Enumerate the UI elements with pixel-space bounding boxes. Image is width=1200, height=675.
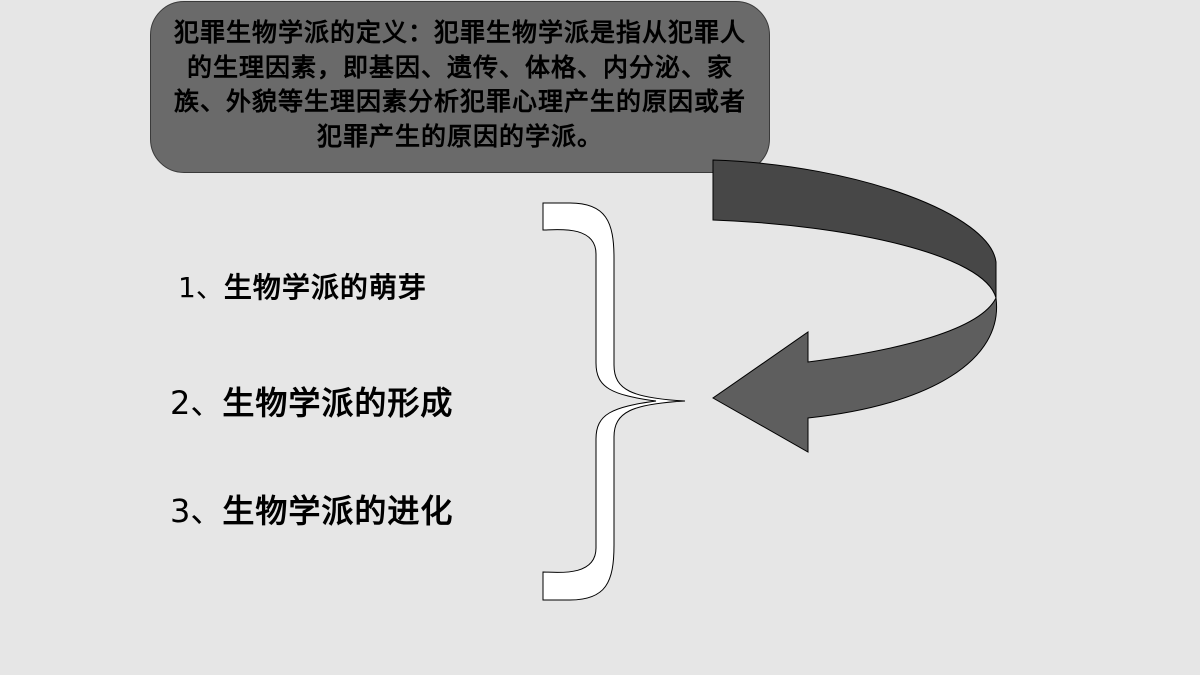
item-number: 1 <box>178 271 196 304</box>
item-number: 2 <box>170 384 191 422</box>
curved-arrow-upper <box>712 159 997 299</box>
list-item: 2、生物学派的形成 <box>170 378 453 424</box>
definition-text: 犯罪生物学派的定义：犯罪生物学派是指从犯罪人的生理因素，即基因、遗传、体格、内分… <box>173 18 746 151</box>
item-label: 生物学派的形成 <box>222 384 454 422</box>
item-separator: 、 <box>190 384 223 422</box>
list-item: 1、生物学派的萌芽 <box>178 266 427 306</box>
item-separator: 、 <box>195 271 224 304</box>
item-label: 生物学派的萌芽 <box>223 271 427 304</box>
definition-box: 犯罪生物学派的定义：犯罪生物学派是指从犯罪人的生理因素，即基因、遗传、体格、内分… <box>150 1 770 173</box>
item-label: 生物学派的进化 <box>222 492 454 530</box>
right-brace-icon <box>542 202 686 601</box>
curved-arrow-lower <box>712 296 998 453</box>
item-number: 3 <box>170 492 191 530</box>
item-separator: 、 <box>190 492 223 530</box>
list-item: 3、生物学派的进化 <box>170 486 453 532</box>
